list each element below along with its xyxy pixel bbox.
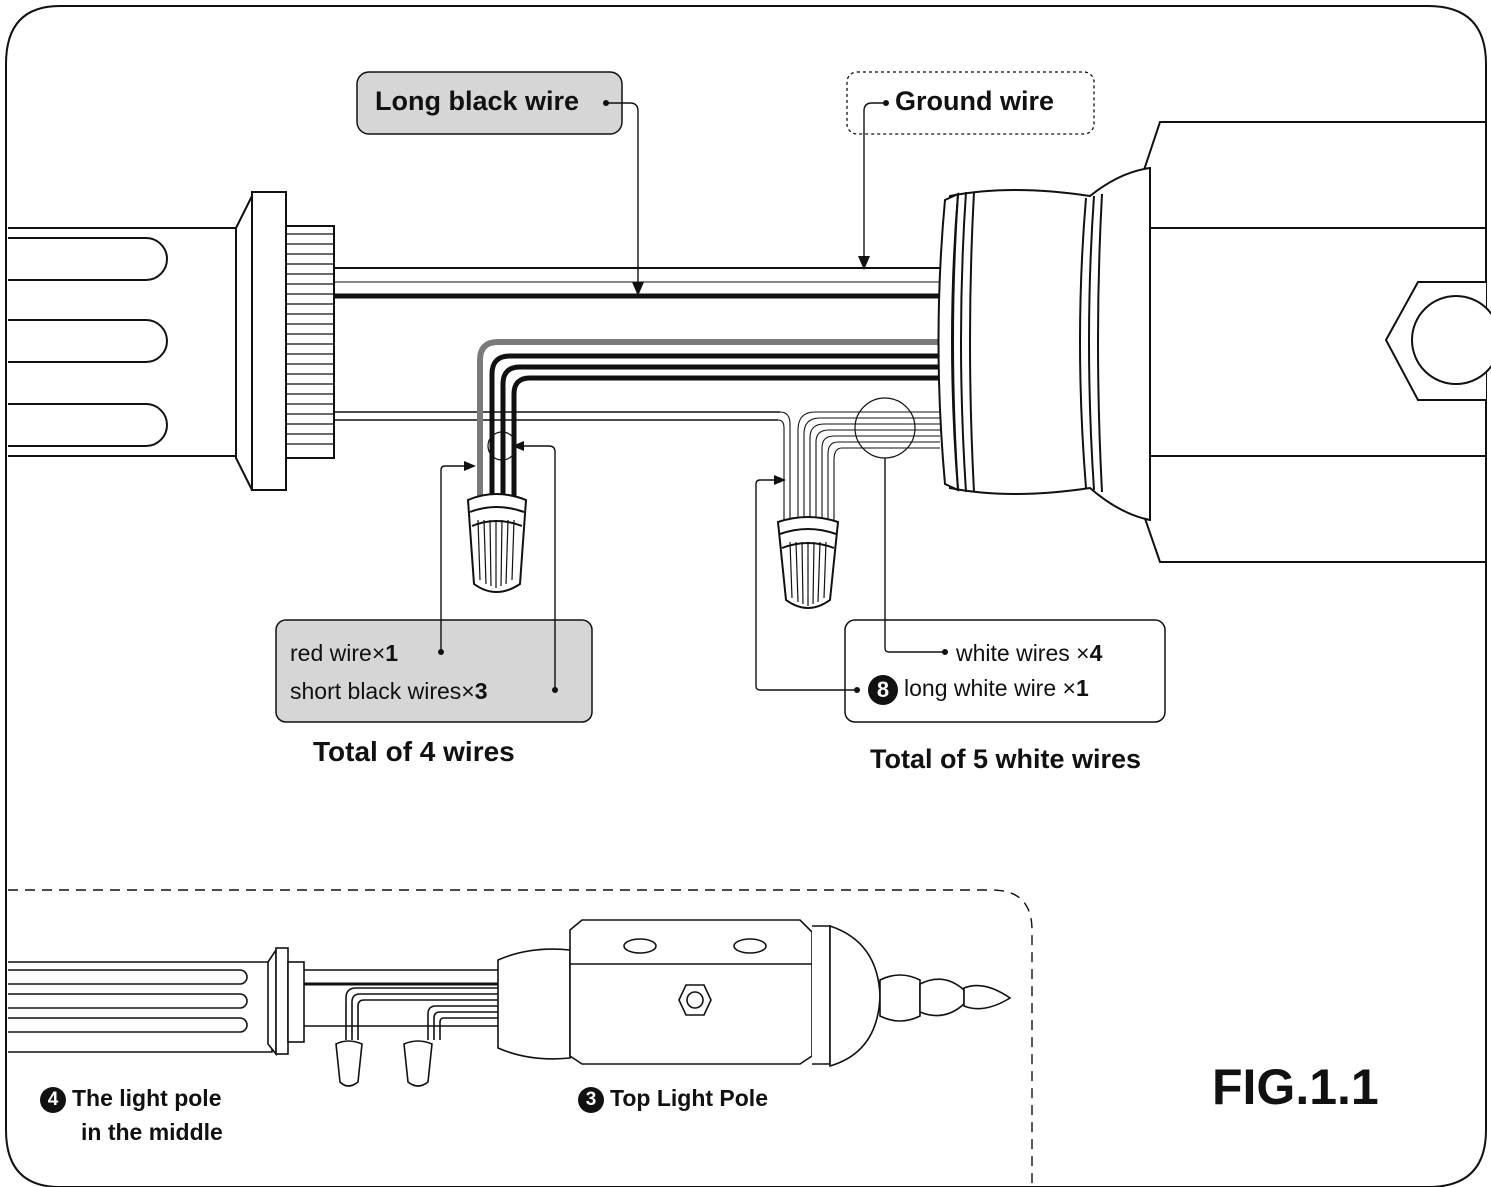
times-sign: ×	[1062, 675, 1076, 702]
ground-wire-label: Ground wire	[895, 86, 1055, 116]
top-pole-text: Top Light Pole	[610, 1085, 768, 1111]
left-wire-bundle	[477, 339, 940, 496]
inset-drawing	[8, 919, 1012, 1087]
short-black-wires-text: short black wires	[290, 678, 462, 704]
part-3-badge: 3	[578, 1086, 604, 1113]
left-wire-list-box	[275, 619, 593, 723]
white-wires-label: white wires ×4	[956, 640, 1102, 667]
total-left: Total of 4 wires	[313, 736, 515, 767]
right-white-wire-bundle	[777, 411, 940, 520]
times-sign: ×	[461, 678, 475, 704]
leader-lines	[440, 102, 945, 691]
right-wire-list-box	[844, 619, 1166, 723]
white-wires-text: white wires	[956, 640, 1070, 666]
long-black-wire-label: Long black wire	[375, 86, 580, 116]
left-wire-nut	[466, 493, 528, 593]
times-sign: ×	[1076, 640, 1090, 666]
total-right: Total of 5 white wires	[870, 744, 1142, 774]
middle-pole-line2-label: in the middle	[81, 1119, 223, 1145]
part-4-badge: 4	[40, 1086, 66, 1113]
right-magnifier	[854, 397, 916, 459]
red-wire-text: red wire	[290, 640, 372, 666]
long-white-wire-text: long white wire	[904, 675, 1057, 702]
figure-label: FIG.1.1	[1212, 1059, 1379, 1115]
times-sign: ×	[371, 640, 386, 666]
white-wires-count: 4	[1089, 640, 1103, 666]
outer-frame	[5, 5, 1487, 1187]
arrowheads	[438, 100, 948, 693]
long-white-wire-count: 1	[1075, 675, 1089, 702]
red-wire-count: 1	[385, 640, 399, 666]
red-wire-label: red wire×1	[290, 640, 398, 667]
part-8-badge: 8	[868, 675, 898, 705]
left-pole	[8, 191, 335, 491]
short-black-wires-label: short black wires×3	[290, 678, 488, 705]
middle-pole-line1: The light pole	[72, 1085, 222, 1111]
right-wire-nut	[776, 516, 840, 609]
short-black-wires-count: 3	[474, 678, 488, 704]
right-pole	[937, 121, 1491, 563]
